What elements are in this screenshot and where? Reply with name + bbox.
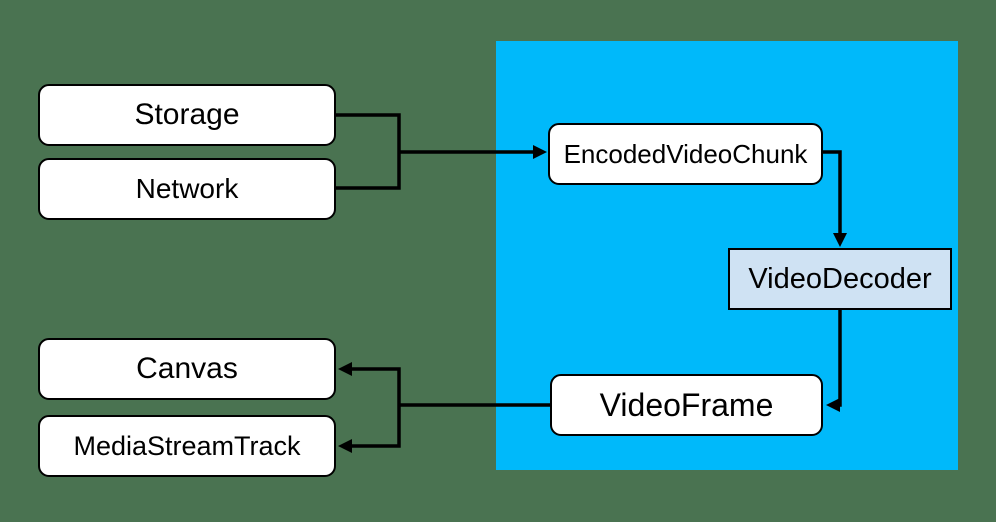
arrowhead-into-encodedvideochunk [533, 145, 547, 159]
arrowhead-into-videodecoder [833, 233, 847, 247]
edge-videodecoder-to-videoframe [838, 309, 842, 407]
node-video-frame: VideoFrame [550, 374, 823, 436]
edge-videoframe-split [352, 367, 550, 448]
edge-encodedvideochunk-to-videodecoder [822, 150, 842, 234]
edge-storage-network-merge [336, 113, 401, 190]
node-media-stream-track: MediaStreamTrack [38, 415, 336, 477]
node-canvas: Canvas [38, 338, 336, 400]
node-network: Network [38, 158, 336, 220]
arrowhead-into-videoframe [826, 398, 840, 412]
node-storage: Storage [38, 84, 336, 146]
node-video-decoder: VideoDecoder [728, 248, 952, 310]
arrowhead-into-mediastreamtrack [338, 439, 352, 453]
node-encoded-video-chunk: EncodedVideoChunk [548, 123, 823, 185]
arrowhead-into-canvas [338, 362, 352, 376]
